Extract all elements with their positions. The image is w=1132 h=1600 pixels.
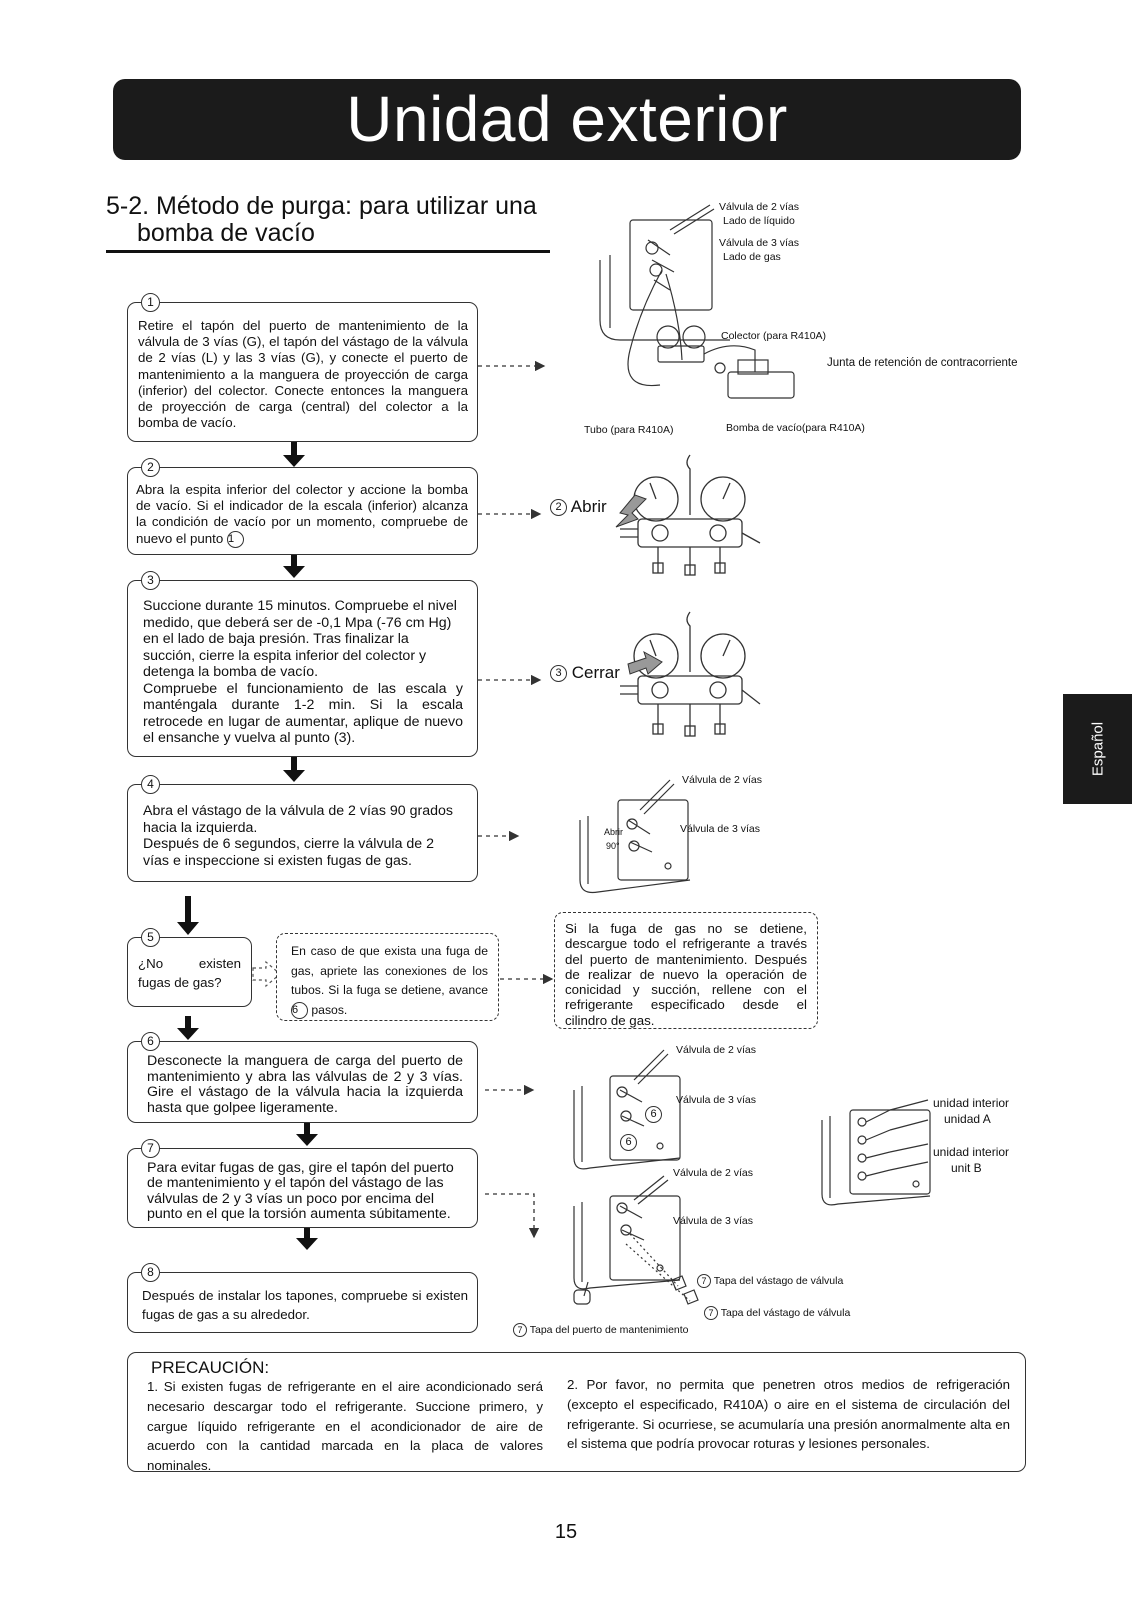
step-8-text: Después de instalar los tapones, comprue…: [142, 1288, 468, 1322]
caution-title: PRECAUCIÓN:: [151, 1358, 270, 1377]
d1-manifold-label: Colector (para R410A): [721, 330, 827, 342]
d6b-unit-b-line2: unit B: [951, 1161, 982, 1175]
step-7-number: 7: [141, 1139, 160, 1158]
diagram-valve-open-90: [579, 779, 691, 894]
leak-note-text-end: pasos.: [311, 1002, 348, 1017]
step-6-number: 6: [141, 1032, 160, 1051]
d4-open-label: Abrir: [604, 827, 624, 837]
d6-valve3-label: Válvula de 3 vías: [676, 1094, 756, 1106]
down-arrows: [177, 441, 318, 1250]
step-3-text-a: Succione durante 15 minutos. Compruebe e…: [143, 598, 457, 680]
section-title: 5-2. Método de purga: para utilizar una …: [106, 193, 576, 247]
step-1-box: Retire el tapón del puerto de mantenimie…: [127, 302, 478, 442]
step-4-box: Abra el vástago de la válvula de 2 vías …: [127, 784, 478, 882]
leak-note-text: En caso de que exista una fuga de gas, a…: [291, 944, 488, 997]
d1-tube-label: Tubo (para R410A): [584, 424, 674, 436]
d7-number-c: 7: [513, 1323, 527, 1337]
step-5-number: 5: [141, 928, 160, 947]
leak-note-2-box: Si la fuga de gas no se detiene, descarg…: [554, 912, 818, 1029]
d3-number: 3: [550, 665, 567, 683]
d6-number-a: 6: [645, 1106, 662, 1123]
d1-valve2-side-label: Lado de líquido: [723, 215, 795, 227]
step-1-text: Retire el tapón del puerto de mantenimie…: [138, 318, 468, 431]
step-5-text: ¿No existen fugas de gas?: [138, 956, 241, 990]
d2-open-label: 2 Abrir: [550, 497, 607, 517]
diagram-multi-units: [821, 1099, 931, 1206]
d1-check-joint-label: Junta de retención de contracorriente: [827, 357, 1018, 369]
step-8-box: Después de instalar los tapones, comprue…: [127, 1272, 478, 1333]
d4-valve2-label: Válvula de 2 vías: [682, 774, 762, 786]
diagram-connection-setup: [599, 204, 795, 399]
caution-item-2: 2. Por favor, no permita que penetren ot…: [567, 1377, 1010, 1452]
d7-cap-port-text: Tapa del puerto de mantenimiento: [529, 1323, 689, 1336]
step-2-number: 2: [141, 458, 160, 477]
step-7-box: Para evitar fugas de gas, gire el tapón …: [127, 1148, 478, 1228]
d3-close-label: 3 Cerrar: [550, 663, 620, 683]
d7-valve3-label: Válvula de 3 vías: [673, 1215, 753, 1227]
d7-number-b: 7: [704, 1306, 718, 1320]
diagram-manifold-close: [620, 611, 761, 737]
section-title-line2: bomba de vacío: [137, 219, 315, 247]
step-3-number: 3: [141, 571, 160, 590]
d6b-unit-a-line1: unidad interior: [933, 1096, 1010, 1110]
page-title-banner: Unidad exterior: [113, 79, 1021, 160]
d4-angle-label: 90°: [606, 841, 620, 851]
step-7-text: Para evitar fugas de gas, gire el tapón …: [147, 1160, 454, 1222]
step-4-text-b: Después de 6 segundos, cierre la válvula…: [143, 836, 435, 869]
language-tab[interactable]: Español: [1063, 694, 1132, 804]
step-3-box: Succione durante 15 minutos. Compruebe e…: [127, 580, 478, 757]
d6-valve2-label: Válvula de 2 vías: [676, 1044, 756, 1056]
d7-cap-port: 7 Tapa del puerto de mantenimiento: [513, 1323, 689, 1337]
d7-valve2-label: Válvula de 2 vías: [673, 1167, 753, 1179]
d1-valve3-label: Válvula de 3 vías: [719, 237, 799, 249]
step-4-number: 4: [141, 775, 160, 794]
step-1-number: 1: [141, 293, 160, 312]
d7-cap-stem-2-text: Tapa del vástago de válvula: [720, 1306, 851, 1319]
d2-label: Abrir: [570, 497, 607, 516]
leak-note-2-text: Si la fuga de gas no se detiene, descarg…: [565, 921, 807, 1028]
leak-note-box: En caso de que exista una fuga de gas, a…: [276, 933, 499, 1021]
d3-label: Cerrar: [571, 663, 620, 682]
d6b-unit-a-line2: unidad A: [944, 1112, 991, 1126]
section-title-line1: 5-2. Método de purga: para utilizar una: [106, 192, 537, 220]
d4-valve3-label: Válvula de 3 vías: [680, 823, 760, 835]
step-4-text-a: Abra el vástago de la válvula de 2 vías …: [143, 803, 453, 836]
section-rule: [106, 250, 550, 253]
page-number: 15: [554, 1521, 578, 1543]
step-8-number: 8: [141, 1263, 160, 1282]
step-3-text-b: Compruebe el funcionamiento de las escal…: [143, 680, 463, 747]
d7-cap-stem-1: 7 Tapa del vástago de válvula: [697, 1274, 843, 1288]
d1-pump-label: Bomba de vacío(para R410A): [726, 422, 865, 434]
d7-cap-stem-1-text: Tapa del vástago de válvula: [713, 1274, 844, 1287]
step-6-text: Desconecte la manguera de carga del puer…: [147, 1053, 463, 1116]
step-2-text: Abra la espita inferior del colector y a…: [136, 482, 468, 546]
step-2-box: Abra la espita inferior del colector y a…: [127, 467, 478, 555]
step-5-box: ¿No existen fugas de gas?: [127, 937, 252, 1007]
diagram-valves-open: [573, 1049, 681, 1170]
diagram-manifold-open: [615, 454, 761, 576]
d6-number-b: 6: [620, 1134, 637, 1151]
d2-number: 2: [550, 499, 567, 517]
leak-note-ref-number: 6: [291, 1001, 308, 1019]
d1-valve3-side-label: Lado de gas: [723, 251, 781, 263]
page-title: Unidad exterior: [346, 83, 788, 155]
d1-valve2-label: Válvula de 2 vías: [719, 201, 799, 213]
d7-cap-stem-2: 7 Tapa del vástago de válvula: [704, 1306, 850, 1320]
step-2-ref-number: 1: [226, 530, 244, 548]
step-6-box: Desconecte la manguera de carga del puer…: [127, 1041, 478, 1123]
d7-number-a: 7: [697, 1274, 711, 1288]
diagram-caps: [573, 1175, 699, 1305]
d6b-unit-b-line1: unidad interior: [933, 1145, 1010, 1159]
caution-item-1: 1. Si existen fugas de refrigerante en e…: [147, 1379, 543, 1474]
caution-box: [127, 1352, 1026, 1472]
